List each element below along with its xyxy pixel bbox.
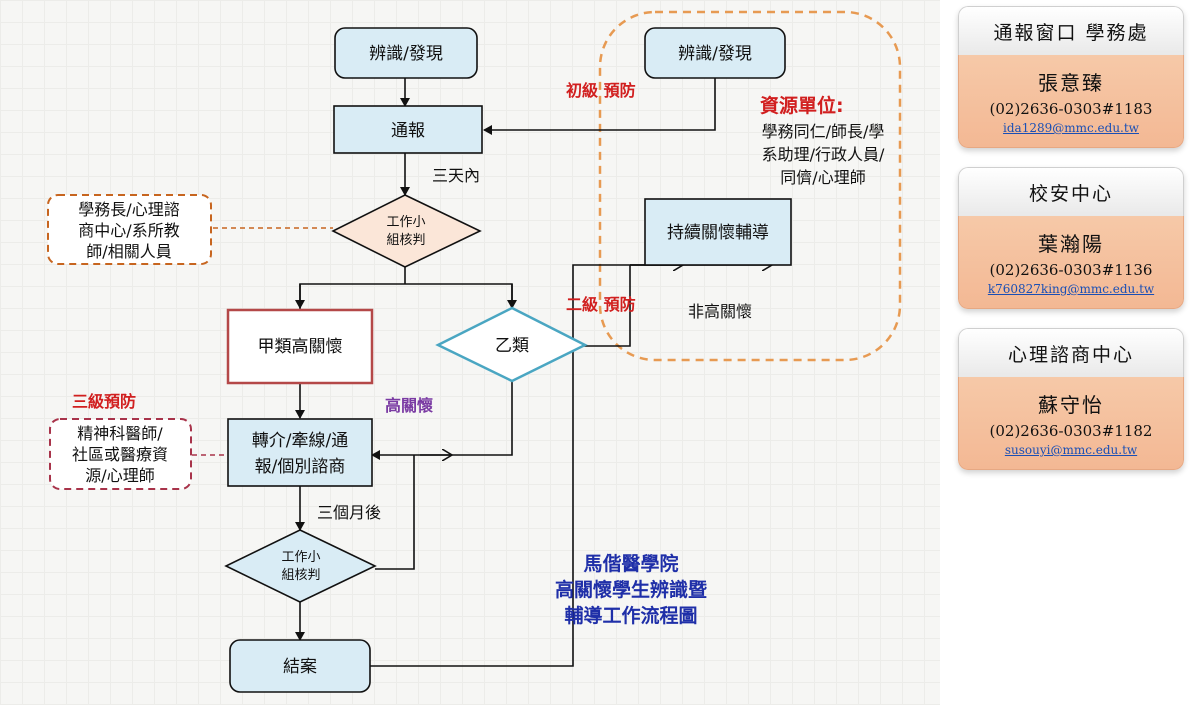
ongoing-care-label: 持續關懷輔導 bbox=[667, 223, 769, 243]
class-a-label: 甲類高關懷 bbox=[258, 337, 343, 357]
contact-email-link[interactable]: susouyi@mmc.edu.tw bbox=[1004, 443, 1138, 457]
committee-line-2: 商中心/系所教 bbox=[78, 221, 179, 240]
resource-line-2: 系助理/行政人員/ bbox=[762, 145, 885, 164]
title-line-2: 高關懷學生辨識暨 bbox=[555, 578, 707, 601]
identify-left-label: 辨識/發現 bbox=[369, 44, 443, 64]
identify-right-label: 辨識/發現 bbox=[678, 44, 752, 64]
referral-line-1: 轉介/牽線/通 bbox=[252, 431, 348, 451]
flowchart-canvas: 辨識/發現 辨識/發現 通報 初級 預防 三天內 資源單位: 學務同仁/師長/學… bbox=[0, 0, 940, 705]
contact-name: 張意臻 bbox=[1038, 71, 1104, 95]
report-label: 通報 bbox=[391, 121, 425, 141]
secondary-prevention-label: 二級 預防 bbox=[566, 295, 636, 314]
contact-unit: 心理諮商中心 bbox=[958, 328, 1184, 377]
class-a-box bbox=[226, 308, 374, 385]
contact-card-campus-security: 校安中心 葉瀚陽 (02)2636-0303#1136 k760827king@… bbox=[958, 167, 1184, 309]
review-2-line-2: 組核判 bbox=[281, 568, 320, 583]
tertiary-prevention-label: 三級預防 bbox=[72, 392, 136, 411]
identify-box-right bbox=[644, 27, 786, 79]
identify-box-left bbox=[334, 27, 478, 79]
contact-phone: (02)2636-0303#1136 bbox=[989, 261, 1153, 279]
contact-email-link[interactable]: k760827king@mmc.edu.tw bbox=[987, 282, 1155, 296]
referral-line-2: 報/個別諮商 bbox=[255, 457, 346, 477]
tertiary-line-3: 源/心理師 bbox=[85, 466, 154, 485]
contact-unit: 通報窗口 學務處 bbox=[958, 6, 1184, 55]
committee-line-1: 學務長/心理諮 bbox=[78, 200, 179, 219]
committee-box bbox=[47, 194, 212, 265]
not-high-concern-label: 非高關懷 bbox=[688, 302, 752, 321]
contact-unit: 校安中心 bbox=[958, 167, 1184, 216]
close-case-label: 結案 bbox=[283, 657, 317, 677]
contact-body: 蘇守怡 (02)2636-0303#1182 susouyi@mmc.edu.t… bbox=[958, 377, 1184, 470]
three-months-later-label: 三個月後 bbox=[317, 503, 381, 522]
committee-line-3: 師/相關人員 bbox=[86, 242, 171, 261]
contact-card-counseling-center: 心理諮商中心 蘇守怡 (02)2636-0303#1182 susouyi@mm… bbox=[958, 328, 1184, 470]
contact-phone: (02)2636-0303#1182 bbox=[989, 422, 1153, 440]
class-b-label: 乙類 bbox=[495, 336, 529, 356]
report-box bbox=[333, 105, 483, 154]
contact-card-student-affairs: 通報窗口 學務處 張意臻 (02)2636-0303#1183 ida1289@… bbox=[958, 6, 1184, 148]
contact-sidebar: 通報窗口 學務處 張意臻 (02)2636-0303#1183 ida1289@… bbox=[958, 6, 1184, 489]
tertiary-line-2: 社區或醫療資 bbox=[72, 445, 168, 464]
review-1-line-2: 組核判 bbox=[386, 233, 425, 248]
contact-name: 蘇守怡 bbox=[1038, 393, 1104, 417]
resource-region bbox=[598, 10, 902, 362]
primary-prevention-label: 初級 預防 bbox=[566, 81, 636, 100]
tertiary-box bbox=[49, 418, 192, 490]
title-line-3: 輔導工作流程圖 bbox=[564, 604, 697, 627]
contact-email-link[interactable]: ida1289@mmc.edu.tw bbox=[1003, 121, 1139, 135]
ongoing-care-box bbox=[644, 198, 792, 266]
contact-body: 葉瀚陽 (02)2636-0303#1136 k760827king@mmc.e… bbox=[958, 216, 1184, 309]
referral-box bbox=[227, 418, 373, 487]
resource-line-1: 學務同仁/師長/學 bbox=[762, 122, 885, 141]
resource-title: 資源單位: bbox=[760, 94, 844, 117]
review-2-line-1: 工作小 bbox=[281, 550, 320, 565]
review-1-line-1: 工作小 bbox=[386, 215, 425, 230]
review-diamond-1 bbox=[331, 194, 482, 268]
review-diamond-2 bbox=[224, 529, 377, 603]
title-line-1: 馬偕醫學院 bbox=[583, 552, 678, 575]
flowchart: 辨識/發現 辨識/發現 通報 初級 預防 三天內 資源單位: 學務同仁/師長/學… bbox=[47, 10, 902, 693]
contact-name: 葉瀚陽 bbox=[1038, 232, 1104, 256]
tertiary-line-1: 精神科醫師/ bbox=[77, 424, 163, 443]
resource-line-3: 同儕/心理師 bbox=[780, 168, 865, 187]
close-case-box bbox=[229, 639, 371, 693]
within-three-days-label: 三天內 bbox=[432, 166, 480, 185]
contact-body: 張意臻 (02)2636-0303#1183 ida1289@mmc.edu.t… bbox=[958, 55, 1184, 148]
contact-phone: (02)2636-0303#1183 bbox=[989, 100, 1153, 118]
class-b-diamond bbox=[435, 306, 588, 383]
high-concern-label: 高關懷 bbox=[385, 396, 433, 415]
